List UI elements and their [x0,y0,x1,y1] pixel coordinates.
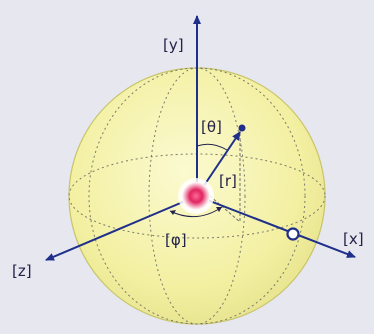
z-axis [45,195,198,261]
theta-arc [196,143,228,151]
phi-arc-arrow-right [216,207,222,212]
phi-arc-arrow-left [170,210,176,215]
x-axis-label: [x] [343,230,364,248]
x-axis-marker [286,227,300,241]
phi-label: [φ] [165,231,187,249]
r-projection-line [209,195,241,223]
theta-label: [θ] [201,118,222,136]
position-point [238,124,246,132]
x-axis [196,195,356,258]
axes [45,15,356,261]
nucleus [182,182,210,210]
r-label: [r] [219,172,237,190]
projection-guides [209,128,241,223]
z-axis-label: [z] [12,262,32,280]
y-axis-label: [y] [163,36,184,54]
